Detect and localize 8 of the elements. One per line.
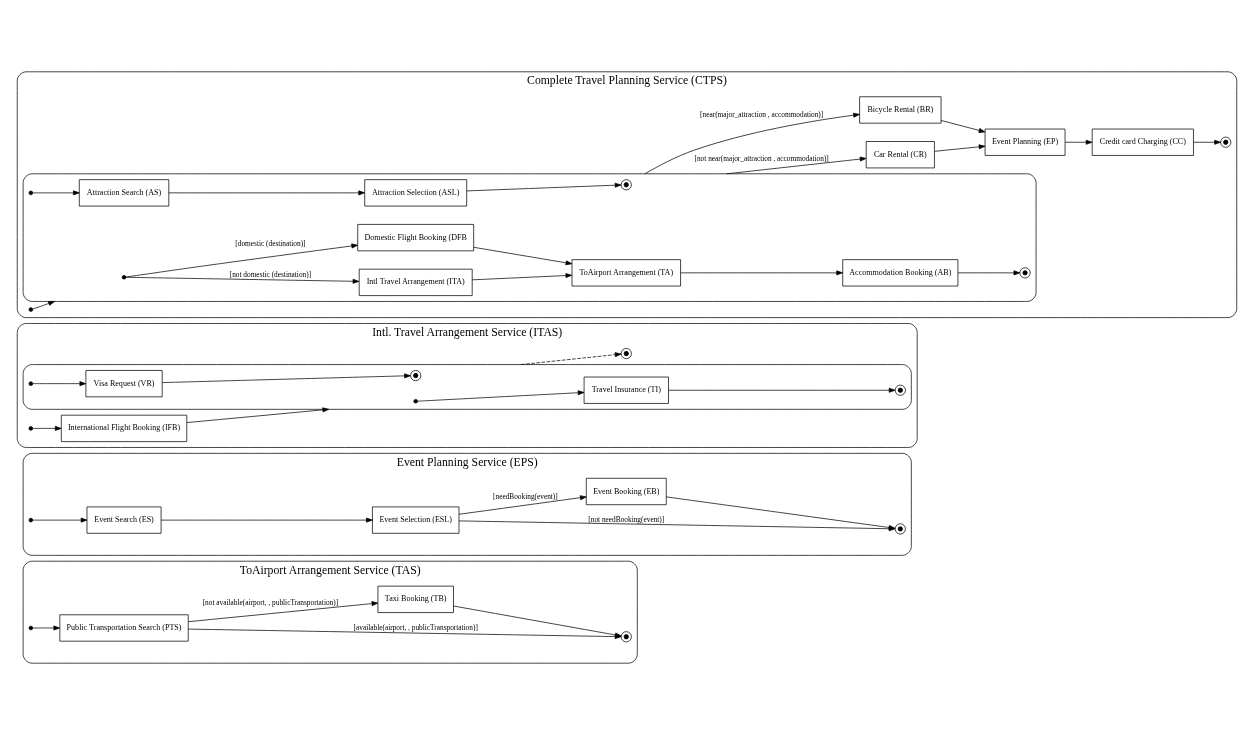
edge-label: [needBooking(event)] — [493, 491, 558, 501]
edge-label: [available(airport, , publicTransportation)] — [353, 623, 478, 633]
edge-label: [not available(airport, , publicTransportation)] — [202, 598, 339, 608]
edge-label: [near(major_attraction , accommodation)] — [700, 110, 824, 120]
edge-label: [not needBooking(event)] — [588, 514, 665, 524]
edge-label: [domestic (destination)] — [235, 238, 306, 248]
edge-label: [not domestic (destination)] — [229, 269, 312, 279]
edge-label: [not near(major_attraction , accommodation)] — [694, 153, 829, 163]
